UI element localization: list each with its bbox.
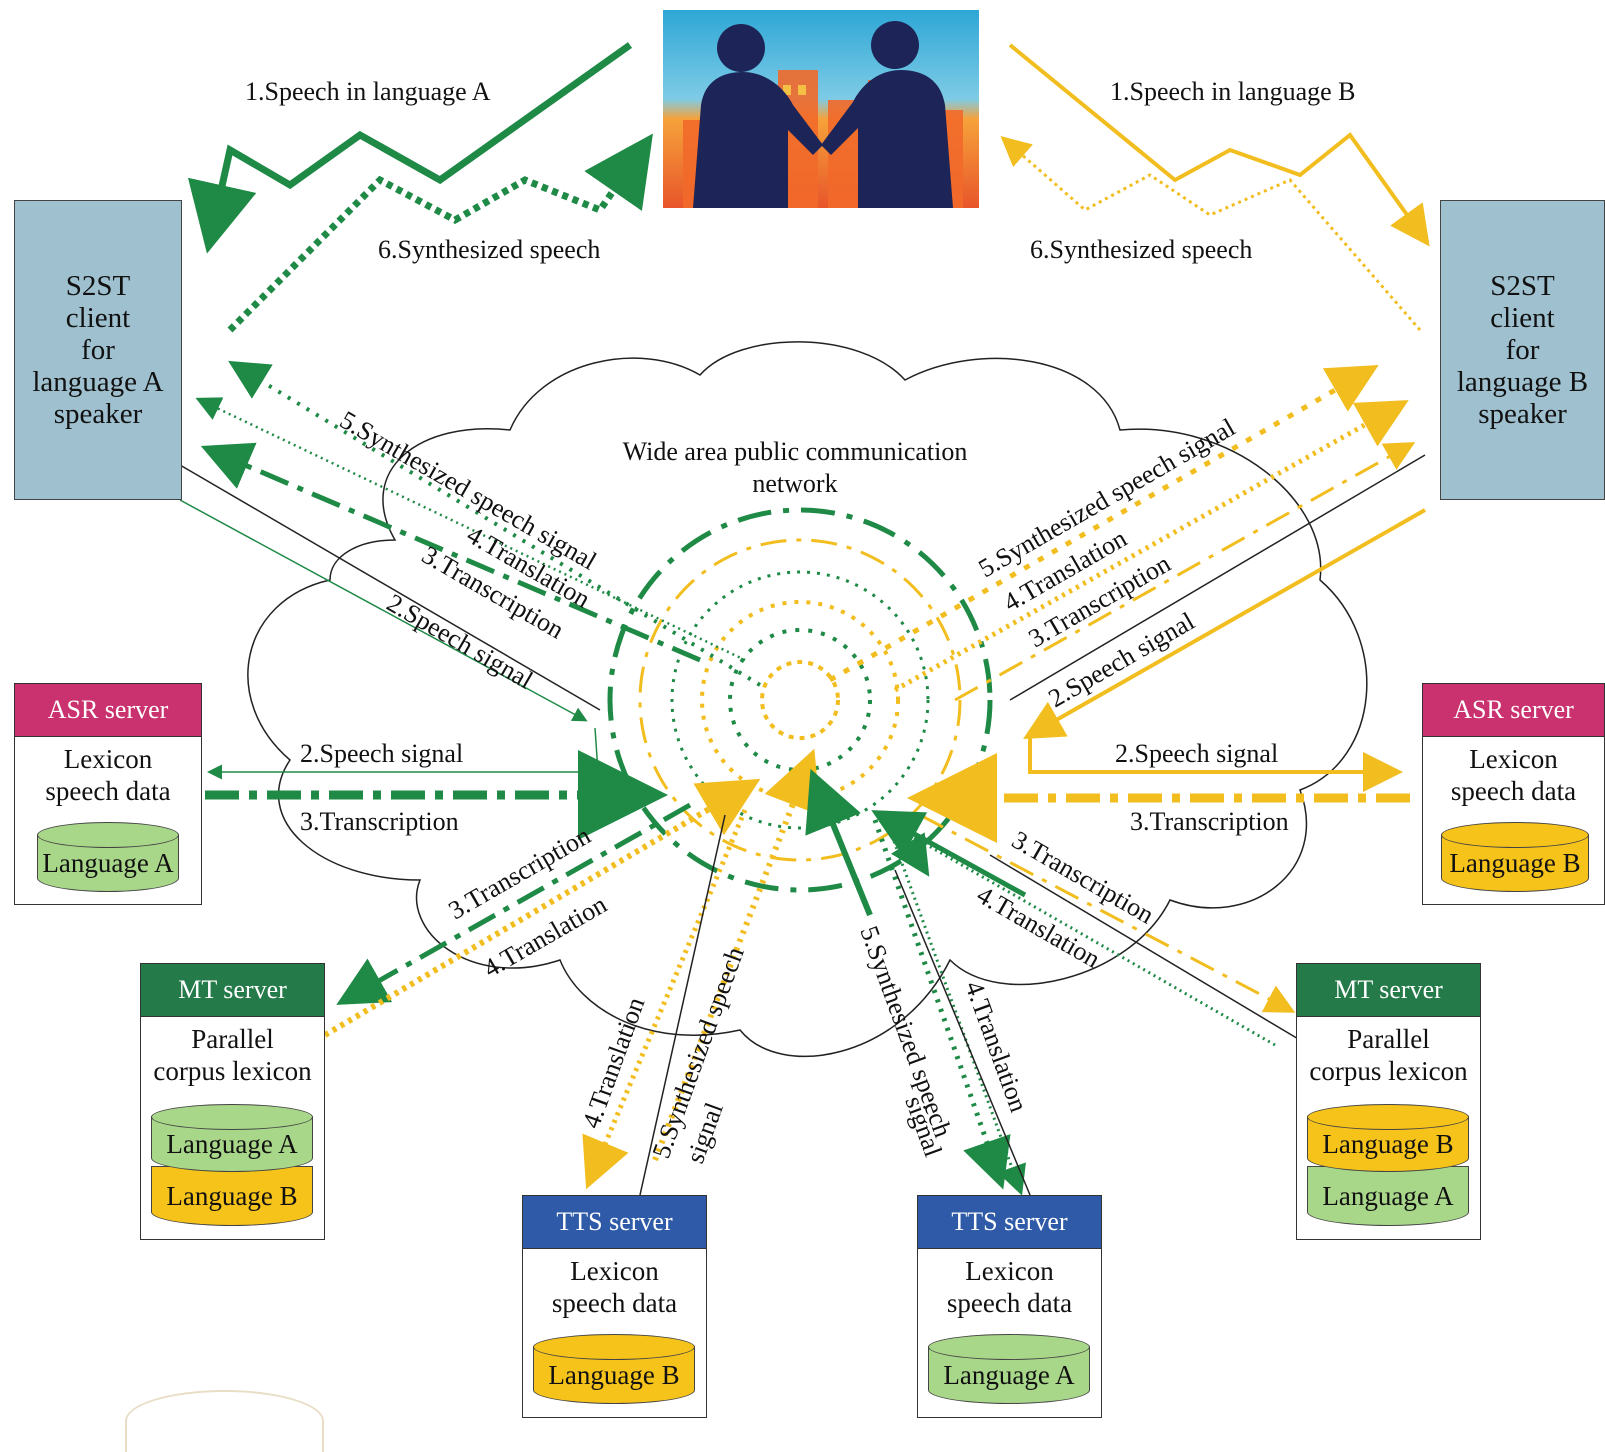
asr-b-db-language: Language B xyxy=(1441,835,1589,892)
asr-a-body-line: speech data xyxy=(45,776,171,806)
client-a-line: speaker xyxy=(53,398,143,430)
seal-logo xyxy=(125,1390,324,1452)
client-b-line: S2ST xyxy=(1490,270,1555,302)
synth-right-arrow xyxy=(1000,136,1422,331)
tts-b-body-line: speech data xyxy=(551,1288,678,1318)
client-b-links xyxy=(828,365,1426,739)
asr-server-b-header: ASR server xyxy=(1423,684,1604,737)
label-ul-synth-signal: 5.Synthesized speech signal xyxy=(335,405,602,576)
network-rings xyxy=(607,507,993,893)
mt-server-a-header: MT server xyxy=(141,964,324,1017)
asr-a-body-line: Lexicon xyxy=(63,744,153,774)
mt-b-db-language-2: Language A xyxy=(1307,1166,1469,1226)
asr-b-body-line: Lexicon xyxy=(1469,744,1558,774)
synth-left-arrow xyxy=(227,133,653,333)
mt-a-db-language-1: Language A xyxy=(151,1117,313,1172)
asr-links xyxy=(205,727,1410,843)
network-label-line2: network xyxy=(752,469,837,498)
asr-server-a-header: ASR server xyxy=(15,684,201,737)
asr-server-b: ASR server Lexicon speech data Language … xyxy=(1422,683,1605,905)
network-label-line1: Wide area public communication xyxy=(623,437,968,466)
label-speech-a: 1.Speech in language A xyxy=(245,77,491,106)
label-asr-a-transcription: 3.Transcription xyxy=(300,807,459,836)
mt-links xyxy=(323,778,1301,1047)
tts-links xyxy=(582,748,1031,1196)
label-synth-left: 6.Synthesized speech xyxy=(378,235,600,264)
tts-server-a-header: TTS server xyxy=(918,1196,1101,1249)
tts-a-database: Language A xyxy=(928,1334,1090,1404)
mt-b-body-line: corpus lexicon xyxy=(1309,1056,1468,1086)
client-a-line: S2ST xyxy=(65,270,131,302)
asr-server-a: ASR server Lexicon speech data Language … xyxy=(14,683,202,905)
tts-a-body-line: speech data xyxy=(946,1288,1073,1318)
s2st-client-a: S2ST client for language A speaker xyxy=(14,200,182,500)
mt-a-database: Language B Language A xyxy=(151,1104,313,1226)
label-asr-b-speech: 2.Speech signal xyxy=(1115,739,1278,768)
asr-b-body-line: speech data xyxy=(1450,776,1577,806)
asr-a-database: Language A xyxy=(37,822,179,892)
handshake-illustration xyxy=(663,10,979,208)
client-b-line: for xyxy=(1505,334,1540,366)
client-b-line: speaker xyxy=(1478,398,1567,430)
tts-server-b: TTS server Lexicon speech data Language … xyxy=(522,1195,707,1418)
mt-server-a: MT server Parallel corpus lexicon Langua… xyxy=(140,963,325,1240)
tts-b-body-line: Lexicon xyxy=(570,1256,659,1286)
network-cloud xyxy=(247,341,1368,1058)
mt-a-body-line: Parallel xyxy=(191,1024,274,1054)
client-a-line: for xyxy=(81,334,115,366)
mt-server-b-header: MT server xyxy=(1297,964,1480,1017)
s2st-client-b: S2ST client for language B speaker xyxy=(1440,200,1605,500)
client-a-links xyxy=(179,360,762,722)
s2st-network-diagram: Wide area public communication network 1… xyxy=(179,42,1430,1196)
mt-a-db-language-2: Language B xyxy=(151,1166,313,1226)
client-b-line: language B xyxy=(1456,366,1589,398)
mt-b-database: Language A Language B xyxy=(1307,1104,1469,1226)
tts-b-database: Language B xyxy=(533,1334,695,1404)
asr-b-database: Language B xyxy=(1441,822,1589,892)
client-a-line: client xyxy=(65,302,131,334)
mt-b-body-line: Parallel xyxy=(1347,1024,1430,1054)
label-asr-a-speech: 2.Speech signal xyxy=(300,739,463,768)
mt-server-b: MT server Parallel corpus lexicon Langua… xyxy=(1296,963,1481,1240)
label-speech-b: 1.Speech in language B xyxy=(1110,77,1356,106)
speech-a-arrow xyxy=(187,42,633,254)
tts-server-a: TTS server Lexicon speech data Language … xyxy=(917,1195,1102,1418)
label-asr-b-transcription: 3.Transcription xyxy=(1130,807,1289,836)
mt-a-body-line: corpus lexicon xyxy=(153,1056,312,1086)
client-a-line: language A xyxy=(32,366,164,398)
tts-server-b-header: TTS server xyxy=(523,1196,706,1249)
speech-b-arrow xyxy=(1008,43,1430,247)
label-synth-right: 6.Synthesized speech xyxy=(1030,235,1252,264)
client-b-line: client xyxy=(1490,302,1555,334)
tts-a-body-line: Lexicon xyxy=(965,1256,1054,1286)
